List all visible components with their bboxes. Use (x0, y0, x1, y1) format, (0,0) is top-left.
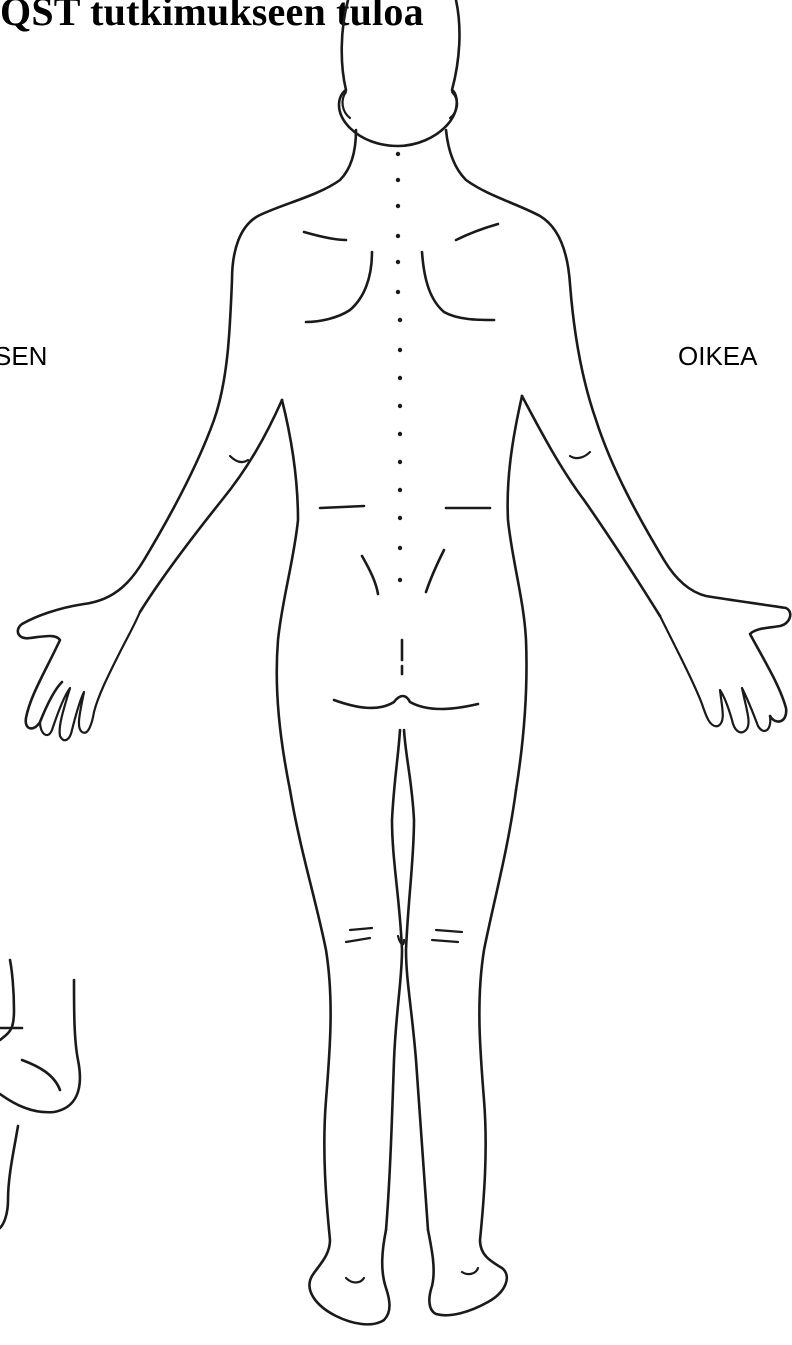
left-leg-inner (386, 730, 402, 1230)
sacral-line-left (362, 556, 378, 594)
left-leg-outer (290, 790, 390, 1324)
heel-right (462, 1268, 478, 1274)
torso-right-outline (446, 130, 790, 722)
scapula-left (306, 252, 372, 322)
scapula-top-right (456, 224, 498, 240)
gluteal-fold (334, 696, 478, 709)
left-arm-inner (140, 400, 282, 612)
ear-left (343, 92, 350, 118)
elbow-right (570, 452, 590, 458)
spine-dots (396, 152, 402, 582)
knee-right (432, 930, 462, 942)
scapula-top-left (304, 232, 346, 240)
scapula-right (422, 252, 494, 320)
heel-left (346, 1278, 364, 1283)
elbow-left (230, 456, 248, 462)
waist-line-left (320, 506, 364, 508)
waist-right (508, 396, 527, 790)
head-outline (339, 0, 459, 146)
sacral-line-right (426, 550, 444, 592)
ear-right (450, 92, 457, 118)
right-arm-inner (522, 396, 660, 616)
left-hand-fingers (40, 612, 140, 740)
waist-left (277, 400, 298, 790)
right-leg-inner (404, 730, 428, 1230)
right-leg-outer (428, 790, 516, 1315)
torso-left-outline (18, 130, 356, 728)
knee-left (346, 928, 372, 942)
right-hand-fingers (660, 616, 770, 732)
partial-figure-outline (0, 960, 80, 1112)
partial-figure-lower (0, 1126, 18, 1228)
